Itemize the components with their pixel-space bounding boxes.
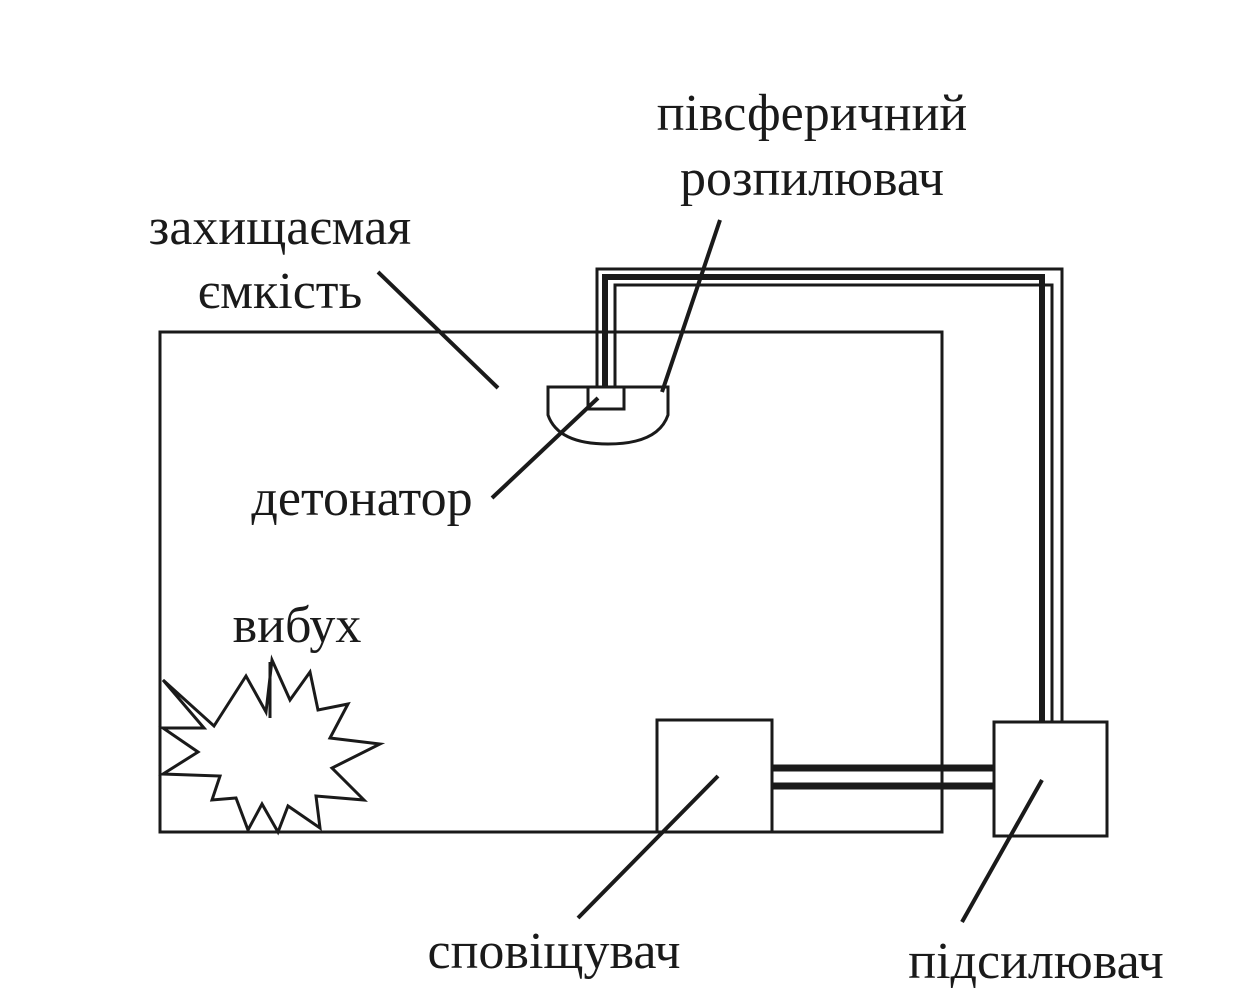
protected-vessel [158,330,944,834]
pipe-amplifier-to-sprayer [595,267,1064,724]
leader-alarm [576,774,720,920]
pipe-alarm-to-amplifier [772,764,994,790]
detonator-block [586,385,626,411]
explosion-star [158,654,386,836]
label-explosion: вибух [233,597,362,654]
label-protected-vessel-line2: ємкість [198,263,362,320]
label-hemispherical-sprayer-line2: розпилювач [680,150,944,207]
leader-sprayer [660,219,722,393]
amplifier-box [992,720,1109,838]
label-protected-vessel-line1: захищаємая [149,199,411,256]
label-detonator: детонатор [251,470,472,527]
hemispherical-sprayer [546,385,670,446]
leader-amplifier [960,779,1044,923]
leader-vessel [376,270,500,390]
label-amplifier: підсилювач [908,933,1163,990]
leader-detonator [490,396,600,500]
label-hemispherical-sprayer-line1: півсферичний [657,85,967,142]
alarm-box [655,718,774,834]
label-alarm: сповіщувач [428,923,681,980]
